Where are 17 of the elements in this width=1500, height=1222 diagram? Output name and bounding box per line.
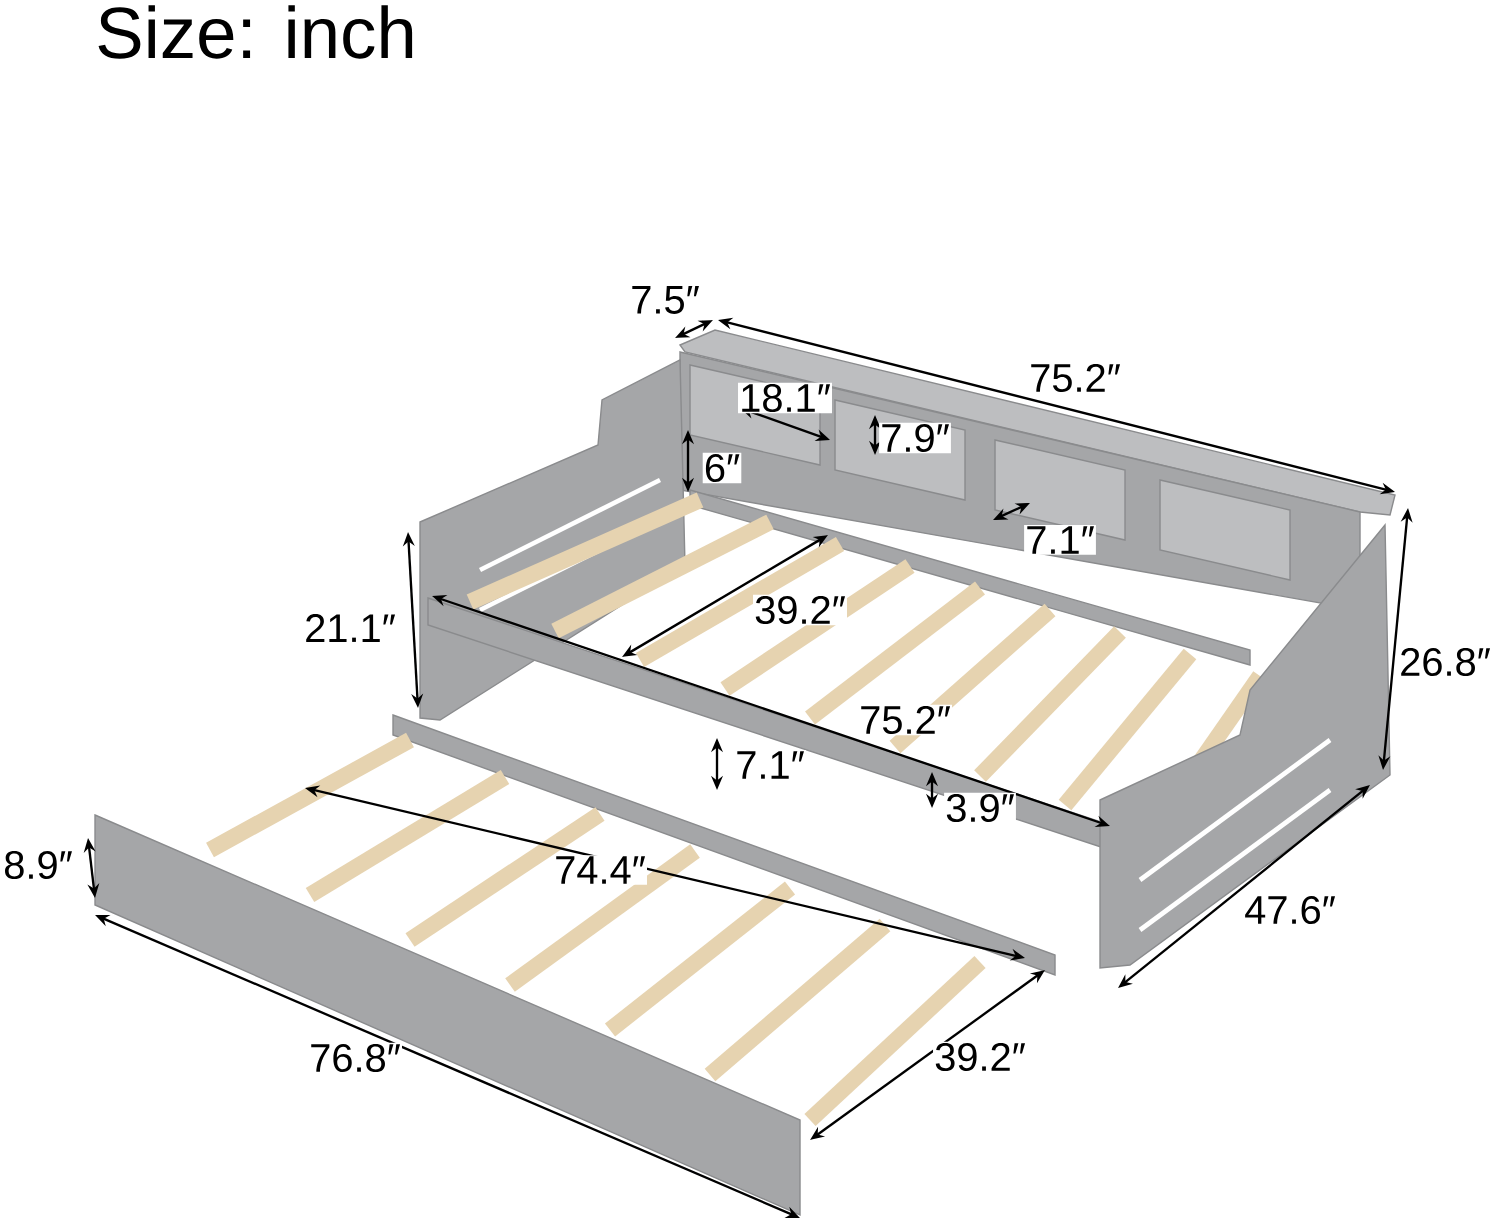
dimension-label: 39.2″ [753, 594, 847, 626]
dimension-label: 7.5″ [629, 284, 701, 316]
dimension-label: 26.8″ [1398, 646, 1492, 678]
dimension-label: 47.6″ [1243, 894, 1337, 926]
dimension-label: 21.1″ [303, 612, 397, 644]
dimension-label: 76.8″ [308, 1042, 402, 1074]
dimension-label: 75.2″ [1028, 362, 1122, 394]
title: Size: inch [98, 5, 413, 59]
dimension-label: 7.9″ [879, 422, 951, 454]
dimension-label: 18.1″ [738, 382, 832, 414]
dimension-label: 75.2″ [858, 704, 952, 736]
dimension-label: 3.9″ [944, 792, 1016, 824]
dimension-label: 39.2″ [933, 1041, 1027, 1073]
dimension-label: 8.9″ [2, 849, 74, 881]
dimension-label: 74.4″ [553, 855, 647, 885]
dimension-label: 7.1″ [1024, 525, 1096, 555]
dimension-label: 7.1″ [734, 750, 806, 780]
